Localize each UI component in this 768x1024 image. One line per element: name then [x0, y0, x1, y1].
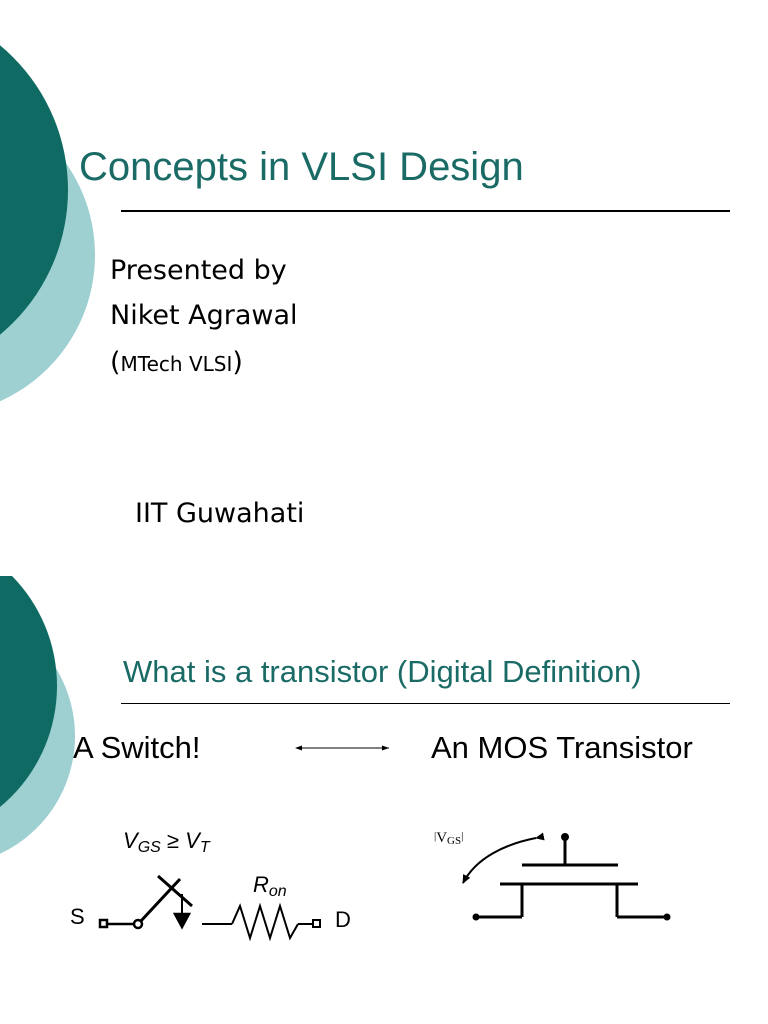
switch-label: A Switch! — [73, 730, 201, 765]
title-divider — [121, 703, 730, 704]
mos-transistor-symbol — [472, 833, 671, 921]
switch-condition: VGS ≥ VT — [123, 828, 211, 856]
equivalence-diagrams: VGS ≥ VT Ron S D |VGS| — [70, 745, 671, 942]
dark-teal-circle — [0, 45, 68, 335]
program-text: MTech VLSI — [120, 352, 233, 376]
decorative-circles — [0, 576, 75, 854]
drain-label: D — [335, 907, 351, 932]
vgs-label: |VGS| — [434, 830, 463, 847]
slide-title-text: Concepts in VLSI Design — [79, 145, 524, 189]
institute-name: IIT Guwahati — [135, 498, 305, 529]
slide-transistor: What is a transistor (Digital Definition… — [0, 576, 768, 1024]
vgs-arrow — [462, 832, 545, 884]
decorative-circles — [0, 45, 95, 402]
presented-by-label: Presented by — [110, 255, 287, 286]
paren-close: ) — [232, 347, 243, 378]
author-name: Niket Agrawal — [110, 300, 298, 331]
resistor-symbol — [202, 902, 321, 942]
dark-teal-circle — [0, 576, 57, 807]
resistor-label: Ron — [253, 872, 287, 900]
slide-title-text: What is a transistor (Digital Definition… — [123, 654, 642, 689]
paren-open: ( — [110, 347, 121, 378]
switch-symbol — [98, 874, 193, 930]
title-divider — [121, 210, 730, 212]
mos-transistor-label: An MOS Transistor — [431, 730, 693, 765]
author-program: (MTech VLSI) — [110, 347, 243, 378]
slide-title: Concepts in VLSI Design Presented by Nik… — [0, 45, 730, 529]
source-label: S — [70, 904, 85, 929]
